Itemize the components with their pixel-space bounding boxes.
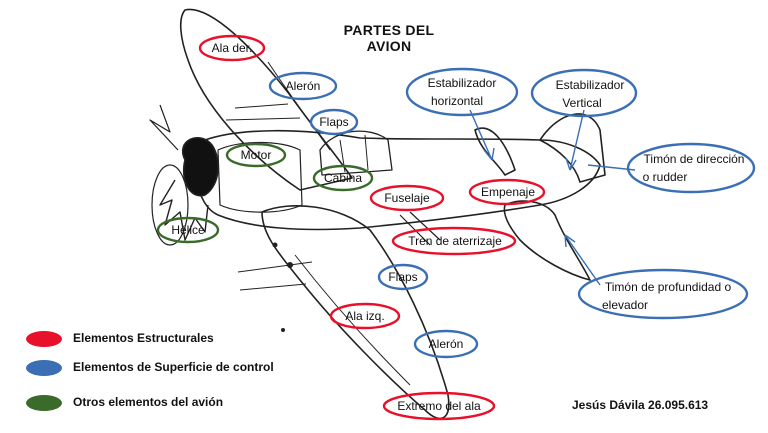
fuselage-outline <box>195 129 601 231</box>
ellipse-estab-h <box>405 67 519 117</box>
label-helice: Hélice <box>171 223 205 237</box>
ellipse-tren <box>391 226 517 256</box>
label-estab-h-line1: Estabilizador <box>427 76 497 90</box>
label-aleron-bottom: Alerón <box>428 337 464 351</box>
ellipse-extremo <box>382 391 496 421</box>
airplane-drawing <box>149 8 606 420</box>
right-aileron-line <box>267 61 331 151</box>
engine-cowling <box>217 141 303 213</box>
legend-structural: Elementos Estructurales <box>73 331 214 345</box>
label-aleron-top: Alerón <box>285 79 321 93</box>
label-estab-v-line1: Estabilizador <box>555 78 625 92</box>
cockpit-canopy <box>319 130 393 176</box>
ellipse-helice <box>156 216 220 244</box>
vertical-stabilizer <box>539 113 606 183</box>
label-timon-prof-line2: elevador <box>601 298 649 312</box>
label-timon-dir-line1: Timón de dirección <box>643 152 745 166</box>
propeller-blades <box>159 179 209 241</box>
label-ellipses <box>156 34 756 421</box>
ellipse-timon-prof <box>577 268 749 320</box>
label-motor: Motor <box>240 148 272 162</box>
label-estab-v-line2: Vertical <box>562 96 602 110</box>
ellipse-fuselaje <box>369 184 445 212</box>
legend-markers <box>26 331 62 411</box>
label-cabina: Cabina <box>323 171 363 185</box>
ellipse-aleron-top <box>268 71 338 101</box>
ellipse-flaps-bottom <box>377 263 429 291</box>
ellipse-aleron-bottom <box>413 329 479 359</box>
title-line-1: PARTES DEL <box>343 22 435 38</box>
propeller-spinner <box>182 136 219 197</box>
label-extremo: Extremo del ala <box>397 399 481 413</box>
legend-marker-control <box>26 360 62 376</box>
author-credit: Jesús Dávila 26.095.613 <box>572 398 709 412</box>
legend-marker-structural <box>26 331 62 347</box>
label-tren: Tren de aterrizaje <box>408 234 502 248</box>
legend-control: Elementos de Superficie de control <box>73 360 274 374</box>
label-empenaje: Empenaje <box>480 185 536 199</box>
label-flaps-bottom: Flaps <box>388 270 418 284</box>
ellipse-flaps-top <box>309 108 359 136</box>
horizontal-stabilizer-top <box>474 127 516 176</box>
label-ala-izq: Ala izq. <box>345 309 385 323</box>
ellipse-ala-izq <box>329 302 401 330</box>
legend-marker-other <box>26 395 62 411</box>
legend-other: Otros elementos del avión <box>73 395 224 409</box>
label-fuselaje: Fuselaje <box>384 191 430 205</box>
label-timon-prof-line1: Timón de profundidad o <box>604 280 732 294</box>
ellipse-ala-der <box>198 34 266 62</box>
label-ala-der: Ala der. <box>211 41 253 55</box>
title-line-2: AVION <box>366 38 412 54</box>
left-flaps-line <box>237 261 313 273</box>
ellipse-empenaje <box>468 178 546 206</box>
elevator <box>503 200 591 281</box>
diagram-title: PARTES DEL AVION <box>344 22 435 54</box>
label-flaps-top: Flaps <box>319 115 349 129</box>
ellipse-motor <box>225 142 287 168</box>
ellipse-timon-dir <box>626 142 756 194</box>
left-wing-outline <box>261 204 450 420</box>
ellipse-cabina <box>312 164 374 192</box>
label-estab-h-line2: horizontal <box>430 94 484 108</box>
pointer-arrows <box>469 109 636 286</box>
label-timon-dir-line2: o rudder <box>642 170 688 184</box>
ellipse-estab-v <box>530 68 638 118</box>
right-wing-outline <box>179 8 353 191</box>
